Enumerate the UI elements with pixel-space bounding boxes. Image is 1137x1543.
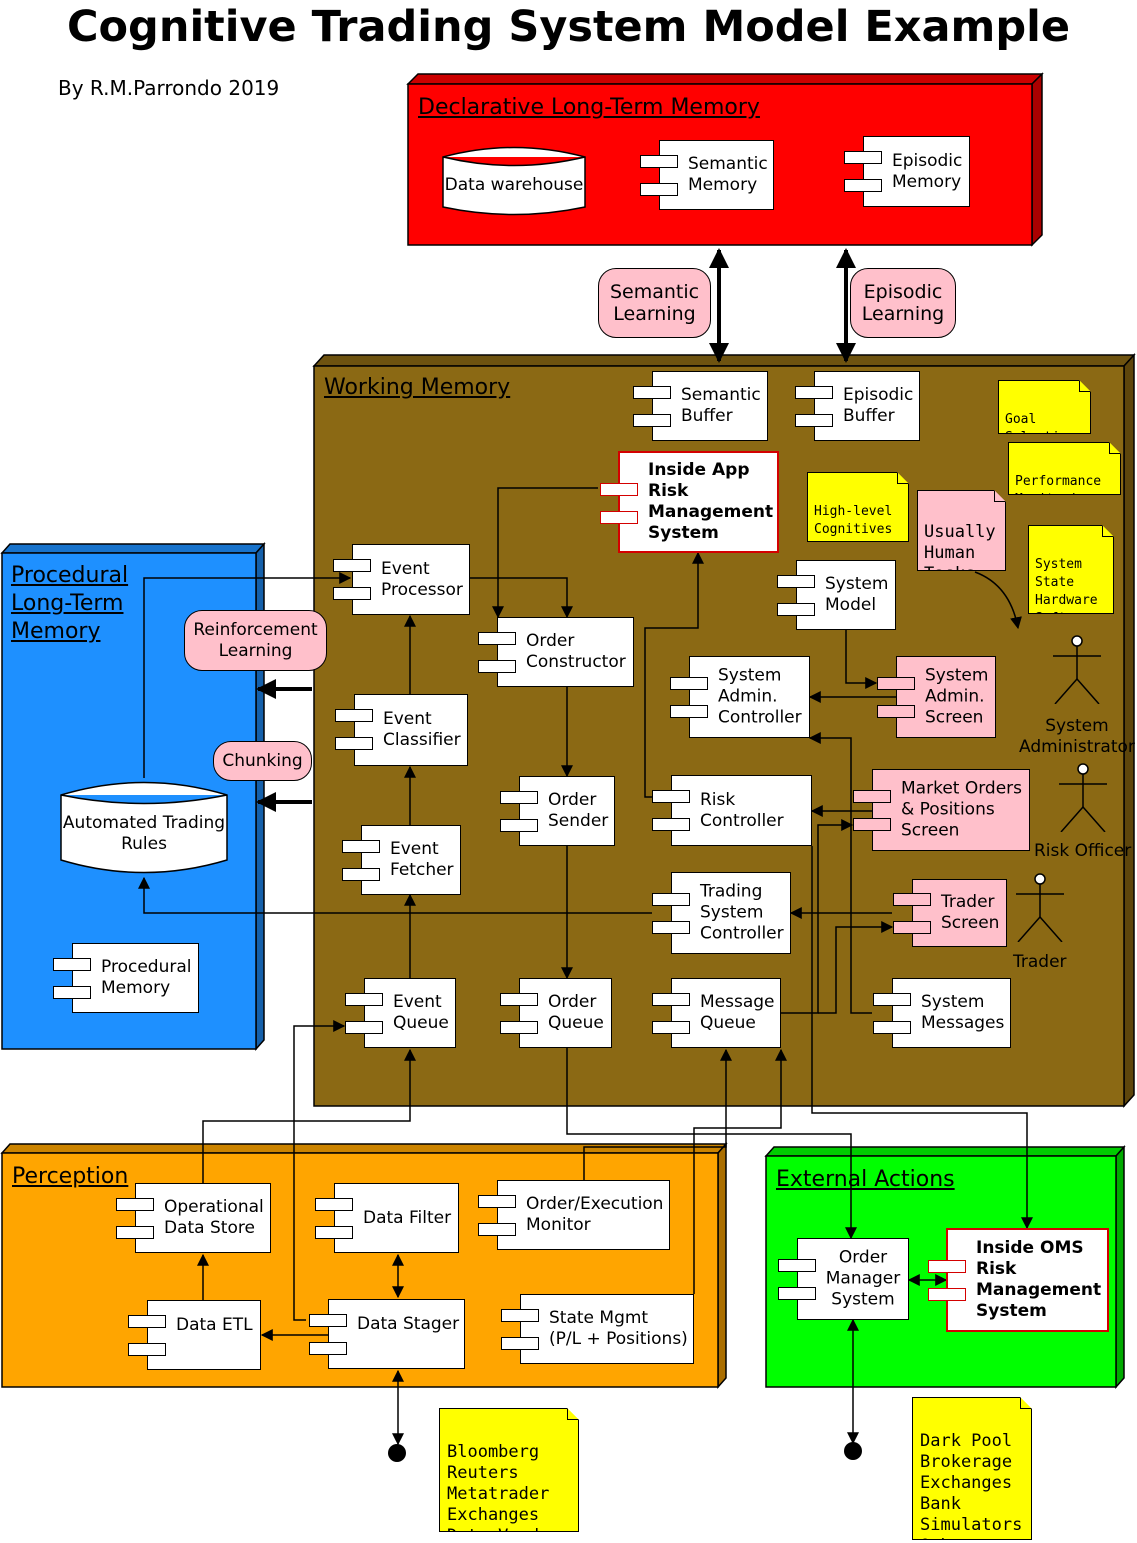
- state-management-label: State Mgmt (P/L + Positions): [549, 1308, 688, 1349]
- data-etl-label: Data ETL: [176, 1315, 253, 1335]
- system-admin-screen[interactable]: System Admin. Screen: [877, 656, 996, 738]
- order-constructor-label: Order Constructor: [526, 631, 626, 672]
- order-sender-label: Order Sender: [548, 790, 609, 831]
- data-source-endpoint: [388, 1444, 406, 1462]
- event-classifier-label: Event Classifier: [383, 709, 461, 750]
- data-filter[interactable]: Data Filter: [315, 1183, 459, 1253]
- system-administrator-actor-icon: [1053, 635, 1101, 704]
- order-execution-monitor[interactable]: Order/Execution Monitor: [478, 1180, 670, 1250]
- destinations-note: Dark Pool Brokerage Exchanges Bank Simul…: [912, 1397, 1032, 1540]
- market-orders-screen-label: Market Orders & Positions Screen: [901, 778, 1023, 841]
- automated-trading-rules-shape: [60, 781, 228, 874]
- semantic-memory-label: Semantic Memory: [688, 154, 768, 195]
- procedural-memory-label: Procedural Memory: [101, 957, 192, 998]
- data-warehouse-label: Data warehouse: [444, 175, 584, 195]
- data-filter-label: Data Filter: [363, 1208, 452, 1228]
- trading-system-controller[interactable]: Trading System Controller: [652, 872, 791, 954]
- semantic-learning: Semantic Learning: [598, 268, 711, 338]
- system-state-note: System State Hardware Software: [1028, 525, 1114, 614]
- performance-monitoring-note: Performance Monitoring: [1008, 442, 1121, 495]
- data-stager[interactable]: Data Stager: [309, 1299, 465, 1369]
- event-processor[interactable]: Event Processor: [333, 544, 470, 615]
- operational-data-store[interactable]: Operational Data Store: [116, 1183, 271, 1253]
- risk-controller[interactable]: Risk Controller: [652, 775, 812, 846]
- order-manager-system[interactable]: Order Manager System: [778, 1238, 909, 1320]
- state-management[interactable]: State Mgmt (P/L + Positions): [501, 1294, 694, 1364]
- semantic-buffer-label: Semantic Buffer: [681, 385, 761, 426]
- order-queue-label: Order Queue: [548, 992, 604, 1033]
- event-queue-label: Event Queue: [393, 992, 449, 1033]
- procedural-memory[interactable]: Procedural Memory: [53, 943, 199, 1013]
- order-constructor[interactable]: Order Constructor: [478, 617, 634, 687]
- episodic-buffer[interactable]: Episodic Buffer: [795, 371, 920, 441]
- episodic-learning: Episodic Learning: [850, 268, 956, 338]
- author-byline: By R.M.Parrondo 2019: [58, 76, 280, 100]
- operational-data-store-label: Operational Data Store: [164, 1197, 264, 1238]
- event-classifier[interactable]: Event Classifier: [335, 694, 468, 766]
- system-messages[interactable]: System Messages: [873, 978, 1011, 1048]
- reinforcement-learning: Reinforcement Learning: [184, 610, 327, 671]
- destination-endpoint: [844, 1442, 862, 1460]
- data-sources-note: Bloomberg Reuters Metatrader Exchanges D…: [439, 1408, 579, 1532]
- working-memory-label: Working Memory: [324, 375, 511, 400]
- risk-officer-actor-icon: [1059, 763, 1107, 832]
- page-title: Cognitive Trading System Model Example: [66, 2, 1071, 52]
- data-etl[interactable]: Data ETL: [128, 1300, 261, 1370]
- declarative-label: Declarative Long-Term Memory: [418, 95, 760, 120]
- order-execution-monitor-label: Order/Execution Monitor: [526, 1194, 664, 1235]
- procedural-label: Procedural Long-Term Memory: [11, 563, 129, 644]
- system-admin-controller-label: System Admin. Controller: [718, 665, 802, 728]
- destinations-text: Dark Pool Brokerage Exchanges Bank Simul…: [920, 1431, 1023, 1535]
- risk-officer-label: Risk Officer: [1034, 841, 1132, 861]
- inside-oms-risk-management[interactable]: Inside OMS Risk Management System: [928, 1228, 1109, 1332]
- market-orders-positions-screen[interactable]: Market Orders & Positions Screen: [853, 769, 1030, 851]
- semantic-buffer[interactable]: Semantic Buffer: [633, 371, 768, 441]
- trader-actor-icon: [1016, 873, 1064, 942]
- system-messages-label: System Messages: [921, 992, 1005, 1033]
- high-level-cognitive-note: High-level Cognitives Operations: [807, 472, 909, 542]
- order-manager-system-label: Order Manager System: [825, 1247, 901, 1310]
- data-sources-text: Bloomberg Reuters Metatrader Exchanges D…: [447, 1442, 570, 1543]
- event-fetcher[interactable]: Event Fetcher: [342, 825, 461, 895]
- data-warehouse-shape: [442, 146, 586, 216]
- inside-oms-risk-label: Inside OMS Risk Management System: [976, 1238, 1102, 1321]
- chunking: Chunking: [213, 741, 312, 781]
- order-sender[interactable]: Order Sender: [500, 776, 615, 846]
- message-queue-label: Message Queue: [700, 992, 775, 1033]
- trader-screen-label: Trader Screen: [941, 892, 1000, 933]
- connectors: [138, 248, 1033, 1446]
- automated-trading-rules-label: Automated Trading Rules: [62, 813, 226, 854]
- system-administrator-label: System Administrator: [1019, 716, 1135, 757]
- episodic-memory[interactable]: Episodic Memory: [844, 136, 970, 207]
- episodic-buffer-label: Episodic Buffer: [843, 385, 914, 426]
- system-admin-controller[interactable]: System Admin. Controller: [670, 656, 810, 738]
- trader-screen[interactable]: Trader Screen: [893, 879, 1007, 947]
- event-processor-label: Event Processor: [381, 558, 463, 600]
- event-queue[interactable]: Event Queue: [345, 978, 456, 1048]
- message-queue[interactable]: Message Queue: [652, 978, 781, 1048]
- usually-human-tasks-note: Usually Human Tasks: [917, 490, 1006, 571]
- system-admin-screen-label: System Admin. Screen: [925, 665, 989, 728]
- system-model-label: System Model: [825, 574, 889, 615]
- data-stager-label: Data Stager: [357, 1314, 460, 1334]
- risk-controller-label: Risk Controller: [700, 789, 784, 831]
- trader-label: Trader: [1013, 952, 1067, 972]
- trading-system-controller-label: Trading System Controller: [700, 881, 784, 944]
- order-queue[interactable]: Order Queue: [500, 978, 612, 1048]
- semantic-memory[interactable]: Semantic Memory: [640, 140, 774, 210]
- perception-label: Perception: [12, 1164, 129, 1189]
- episodic-memory-label: Episodic Memory: [892, 150, 963, 192]
- inside-app-risk-management[interactable]: Inside App Risk Management System: [600, 451, 779, 553]
- external-actions-label: External Actions: [776, 1167, 955, 1192]
- inside-app-risk-label: Inside App Risk Management System: [648, 460, 774, 543]
- event-fetcher-label: Event Fetcher: [390, 839, 454, 880]
- system-model[interactable]: System Model: [777, 560, 896, 630]
- goal-selection-note: Goal Selection: [998, 380, 1091, 434]
